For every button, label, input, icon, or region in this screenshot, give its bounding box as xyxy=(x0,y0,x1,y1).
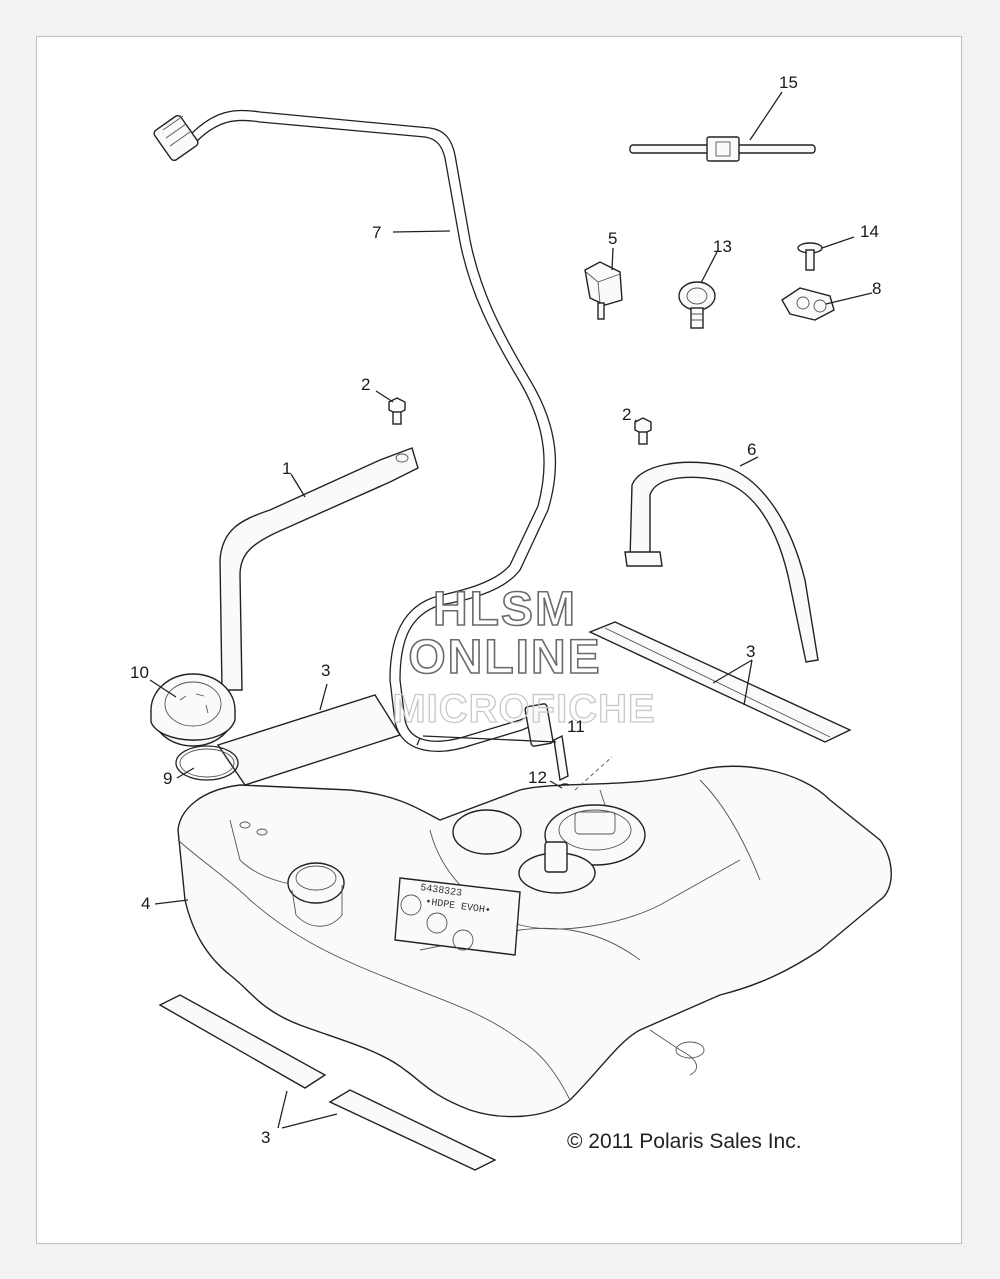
push-rivet xyxy=(797,242,823,271)
callout-6: 6 xyxy=(747,440,756,459)
cable-tie xyxy=(629,136,816,162)
strap-left xyxy=(219,447,419,691)
callout-numbers: 1 2 2 3 3 3 4 5 6 7 8 9 10 11 12 13 14 1… xyxy=(130,73,881,1147)
callout-3-upper-right: 3 xyxy=(746,642,755,661)
pad-upper-left xyxy=(216,694,402,786)
watermark-line1: HLSM xyxy=(433,583,577,636)
pad-lower-left xyxy=(158,994,327,1089)
callout-7: 7 xyxy=(372,223,381,242)
screw-left xyxy=(388,397,406,425)
watermark-line3: MICROFICHE xyxy=(392,687,655,731)
pad-upper-right xyxy=(588,621,852,743)
pad-lower-right xyxy=(328,1089,497,1171)
vent-tube xyxy=(553,734,569,782)
callout-13: 13 xyxy=(713,237,732,256)
callout-2-right: 2 xyxy=(622,405,631,424)
leader-lines xyxy=(149,91,873,1129)
callout-15: 15 xyxy=(779,73,798,92)
callout-9: 9 xyxy=(163,769,172,788)
hose-clip xyxy=(678,281,716,329)
callout-4: 4 xyxy=(141,894,150,913)
callout-10: 10 xyxy=(130,663,149,682)
callout-14: 14 xyxy=(860,222,879,241)
callout-3-upper-left: 3 xyxy=(321,661,330,680)
bracket-clip xyxy=(584,261,623,320)
watermark-line2: ONLINE xyxy=(408,631,601,684)
o-ring xyxy=(175,745,239,781)
strap-right xyxy=(624,461,819,663)
vent-hose xyxy=(153,109,557,752)
callout-2-left: 2 xyxy=(361,375,370,394)
screw-right xyxy=(634,417,652,445)
callout-11: 11 xyxy=(567,717,585,736)
copyright-notice: © 2011 Polaris Sales Inc. xyxy=(567,1130,802,1153)
double-clip xyxy=(781,287,835,321)
watermark: HLSM ONLINE MICROFICHE xyxy=(392,582,656,731)
callout-3-lower: 3 xyxy=(261,1128,270,1147)
callout-8: 8 xyxy=(872,279,881,298)
callout-12: 12 xyxy=(528,768,547,787)
callout-1: 1 xyxy=(282,459,291,478)
fuel-cap xyxy=(150,673,236,747)
fuel-tank: 5438323 •HDPE EVOH• xyxy=(177,765,892,1118)
callout-5: 5 xyxy=(608,229,617,248)
